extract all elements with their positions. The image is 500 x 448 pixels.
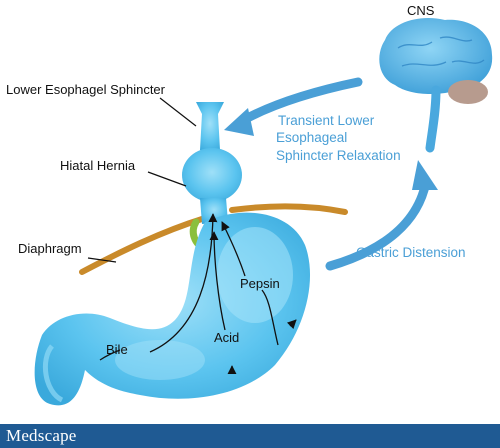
bile-label: Bile bbox=[106, 342, 128, 357]
tlesr-label-line3: Sphincter Relaxation bbox=[276, 148, 401, 163]
pepsin-label: Pepsin bbox=[240, 276, 280, 291]
cns-to-les-arrow bbox=[224, 77, 363, 136]
lower-esophageal-sphincter-label: Lower Esophagel Sphincter bbox=[6, 82, 166, 97]
cns-label: CNS bbox=[407, 3, 435, 18]
brain-icon bbox=[379, 18, 493, 153]
gastric-distension-label: Gastric Distension bbox=[356, 245, 466, 260]
medscape-logo[interactable]: Medscape bbox=[6, 426, 77, 445]
diaphragm-label: Diaphragm bbox=[18, 241, 82, 256]
acid-label: Acid bbox=[214, 330, 239, 345]
hiatal-hernia-label: Hiatal Hernia bbox=[60, 158, 136, 173]
leader-lines bbox=[87, 97, 197, 263]
tlesr-label-line1: Transient Lower bbox=[278, 113, 375, 128]
gastric-distension-arrow bbox=[325, 160, 438, 271]
tlesr-label-line2: Esophageal bbox=[276, 130, 347, 145]
footer-bar: Medscape bbox=[0, 424, 500, 448]
reflux-arrows bbox=[99, 213, 297, 375]
